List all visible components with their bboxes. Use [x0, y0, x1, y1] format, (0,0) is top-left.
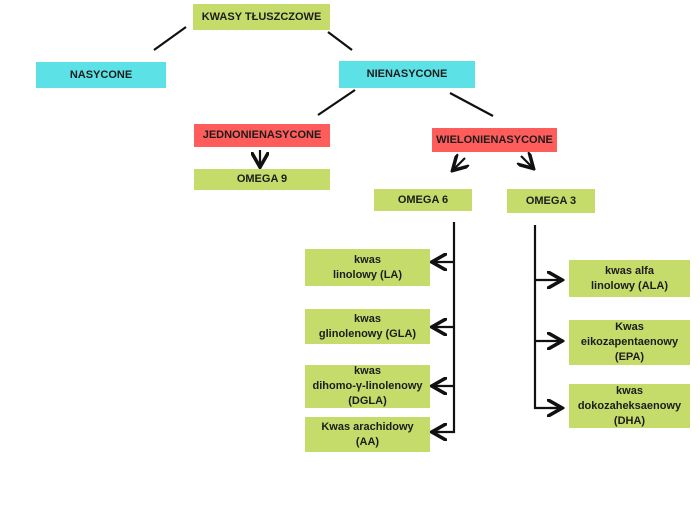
node-unsaturated: NIENASYCONE	[339, 61, 475, 88]
node-gla: kwas glinolenowy (GLA)	[305, 309, 430, 344]
arrow-poly-omega3	[521, 156, 532, 167]
line-unsat-poly	[449, 92, 494, 117]
node-epa: Kwas eikozapentaenowy (EPA)	[569, 320, 690, 365]
node-omega6: OMEGA 6	[374, 189, 472, 211]
node-la: kwas linolowy (LA)	[305, 249, 430, 286]
node-monounsaturated: JEDNONIENASYCONE	[194, 124, 330, 147]
node-saturated: NASYCONE	[36, 62, 166, 88]
line-root-unsaturated	[327, 31, 353, 51]
node-polyunsaturated: WIELONIENASYCONE	[432, 128, 557, 152]
node-omega9: OMEGA 9	[194, 169, 330, 190]
node-ala: kwas alfa linolowy (ALA)	[569, 260, 690, 297]
node-dgla: kwas dihomo-γ-linolenowy (DGLA)	[305, 365, 430, 408]
node-dha: kwas dokozaheksaenowy (DHA)	[569, 384, 690, 428]
omega3-trunk	[533, 225, 560, 410]
node-aa: Kwas arachidowy (AA)	[305, 417, 430, 452]
line-root-saturated	[153, 26, 187, 51]
line-unsat-mono	[317, 89, 356, 116]
arrow-poly-omega6	[454, 158, 465, 169]
node-root: KWASY TŁUSZCZOWE	[193, 4, 330, 30]
node-omega3: OMEGA 3	[507, 189, 595, 213]
